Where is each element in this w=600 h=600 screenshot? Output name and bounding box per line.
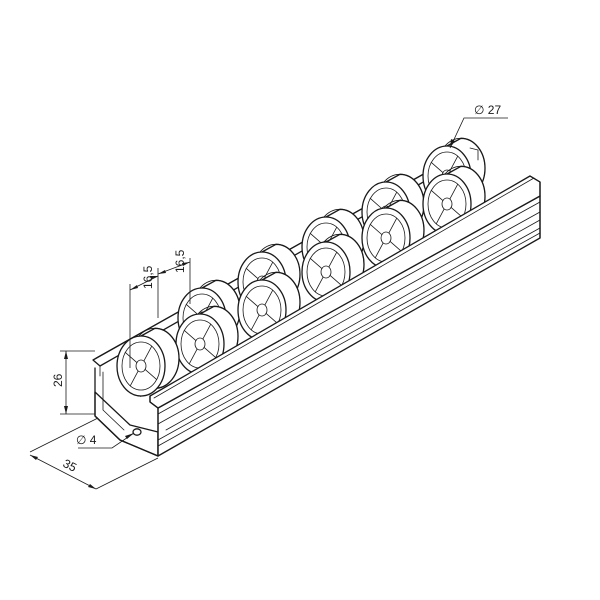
dim-height: 26 bbox=[51, 350, 95, 415]
dim-pitch: 16,5 16,5 bbox=[129, 249, 191, 368]
front-rail bbox=[94, 147, 541, 457]
dim-height-label: 26 bbox=[51, 373, 65, 387]
dim-wheel-diameter: ∅ 27 bbox=[449, 103, 508, 149]
dim-width: 35 bbox=[29, 417, 159, 490]
mounting-hole bbox=[132, 428, 142, 436]
dim-hole-diameter-label: ∅ 4 bbox=[76, 433, 97, 447]
wheel bbox=[116, 327, 180, 398]
dim-width-label: 35 bbox=[61, 456, 80, 475]
dim-hole-diameter: ∅ 4 bbox=[76, 432, 135, 449]
dim-pitch-1-label: 16,5 bbox=[141, 265, 155, 289]
wheel-group bbox=[116, 137, 486, 398]
dim-wheel-diameter-label: ∅ 27 bbox=[474, 103, 501, 117]
dim-pitch-2-label: 16,5 bbox=[173, 249, 187, 273]
